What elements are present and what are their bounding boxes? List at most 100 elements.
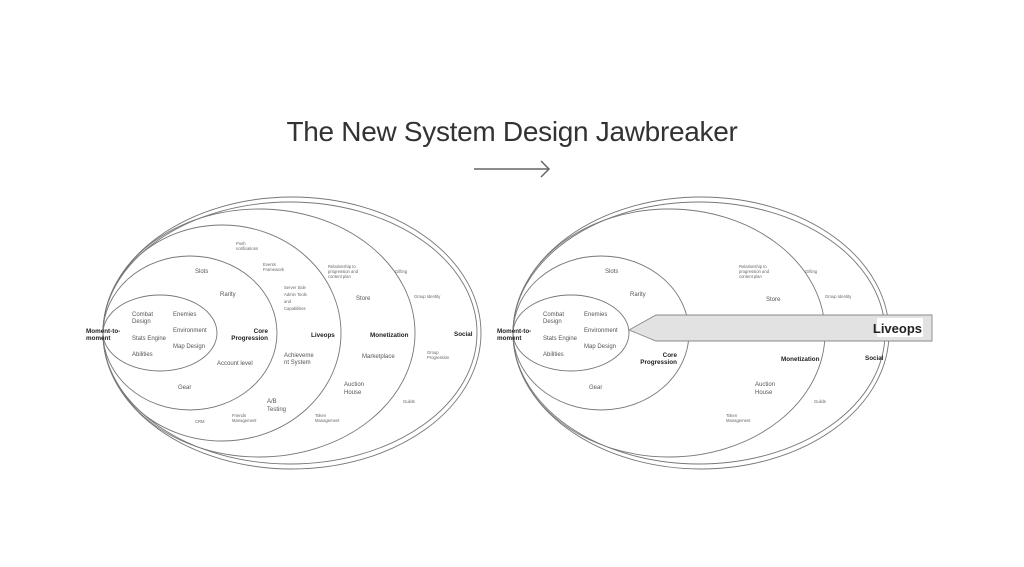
diagram-label: Relationship to [739,264,767,269]
diagram-label: Auction [755,382,775,388]
diagram-label: Moment-to- [86,328,120,335]
diagram-label: Progression [231,335,268,342]
diagram-label: Design [543,319,562,325]
diagram-label: Framework [263,267,285,272]
ring-inner [512,294,630,372]
diagram-label: Token [726,413,738,418]
diagram-label: Management [726,418,751,423]
page-title: The New System Design Jawbreaker [286,116,738,147]
diagram-label: Group Identity [825,294,852,299]
diagram-label: Events [263,262,276,267]
ring-liveops [102,224,342,442]
diagram-label: Store [356,296,371,302]
diagram-label: Testing [267,407,286,413]
diagram-label: Gear [589,385,602,391]
diagram-label: Gifting [395,269,408,274]
diagram-label: Liveops [311,332,335,339]
arrow-right-icon [474,160,551,178]
diagram-label: Slots [195,269,208,275]
diagram-label: Guilds [403,399,415,404]
diagram-label: Monetization [781,356,820,363]
diagram-label: moment [86,335,111,342]
diagram-label: House [344,390,362,396]
diagram-label: nt System [284,360,311,366]
diagram-label: Push [236,241,246,246]
diagram-label: Rarity [630,292,646,298]
diagram-label: Stats Engine [543,336,578,342]
diagram-label: Management [315,418,340,423]
diagram-label: Friends [232,413,246,418]
diagram-label: Abilities [132,352,153,358]
diagram-label: Gifting [805,269,818,274]
liveops-callout-label: Liveops [873,321,922,336]
diagram-label: Environment [173,328,207,334]
diagram-label: Capabilities [284,306,306,311]
diagram-label: Map Design [173,344,205,350]
diagram-label: Stats Engine [132,336,167,342]
diagram-label: Moment-to-moment [86,328,120,342]
diagram-label: Design [132,319,151,325]
diagram-label: Social [865,355,884,362]
diagram-label: House [755,390,773,396]
diagram-label: Marketplace [362,354,395,360]
diagram-label: Guilds [814,399,826,404]
diagram-label: Management [232,418,257,423]
diagram-label: Auction [344,382,364,388]
diagram-label: Core [663,352,678,359]
diagram-label: content plan [739,274,762,279]
diagram-label: Progression [640,359,677,366]
diagram-label: Monetization [370,332,409,339]
diagram-label: progression and [328,269,359,274]
diagram-label: Server Side [284,285,307,290]
diagram-label: Enemies [173,312,196,318]
liveops-callout [627,314,933,342]
diagram-label: A/B Testing [267,399,286,413]
diagram-label: Combat [132,312,153,318]
diagram-label: Moment-to-moment [497,328,531,342]
diagram-label: and [284,299,292,304]
diagram-label: Gear [178,385,191,391]
diagram-label: Slots [605,269,618,275]
diagram-label: Social [454,331,473,338]
diagram-label: progression and [739,269,770,274]
diagram-label: Group [427,350,439,355]
diagram-label: Store [766,297,781,303]
diagram-label: content plan [328,274,351,279]
diagram-label: A/B [267,399,277,405]
diagram-label: Map Design [584,344,616,350]
diagram-label: Core [254,328,269,335]
diagram-label: Moment-to- [497,328,531,335]
diagram-label: Progression [427,355,450,360]
diagram-label: CRM [195,419,205,424]
diagram-label: Environment [584,328,618,334]
diagram-label: Token [315,413,327,418]
diagram-label: Account level [217,361,253,367]
diagram-label: moment [497,335,522,342]
diagram-label: Achieveme [284,353,314,359]
diagram-label: Rarity [220,292,236,298]
diagram-label: Abilities [543,352,564,358]
diagram-label: Group Identity [414,294,441,299]
diagram-label: Admin Tools [284,292,307,297]
diagram-label: Relationship to [328,264,356,269]
ring-inner [102,294,218,372]
